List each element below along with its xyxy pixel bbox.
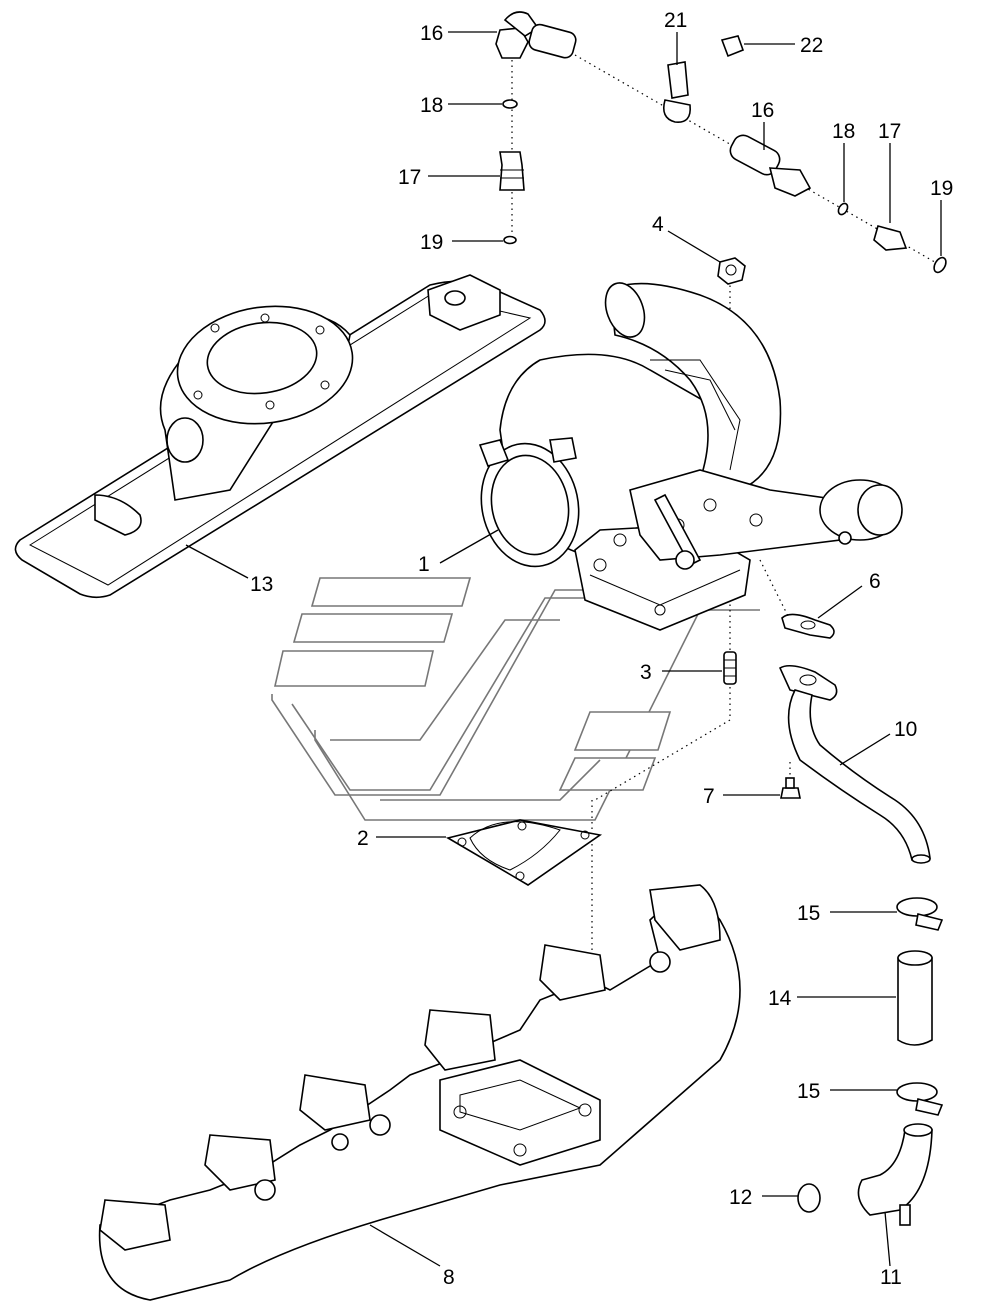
o-ring xyxy=(797,1183,821,1213)
intake-cover-plate xyxy=(14,274,546,599)
callout-19-top-left: 19 xyxy=(420,231,443,254)
callout-16-top-left: 16 xyxy=(420,22,443,45)
callout-17-top-left: 17 xyxy=(398,166,421,189)
turbo-mounting-gasket xyxy=(445,819,603,886)
callout-18-top-left: 18 xyxy=(420,94,443,117)
leader-lines xyxy=(185,31,942,1267)
callouts: 16 18 17 19 21 22 16 18 17 19 4 1 13 6 3… xyxy=(250,9,953,1289)
bolt xyxy=(780,777,801,799)
callout-15-upper: 15 xyxy=(797,902,820,925)
nut xyxy=(717,257,746,285)
stud xyxy=(723,651,737,685)
callout-10: 10 xyxy=(894,718,917,741)
callout-16-right: 16 xyxy=(751,99,774,122)
turbocharger xyxy=(478,282,903,631)
callout-11: 11 xyxy=(880,1266,902,1289)
callout-18-right: 18 xyxy=(832,120,855,143)
watermark-logo xyxy=(271,577,760,821)
oil-drain-tube xyxy=(778,664,931,864)
callout-15-lower: 15 xyxy=(797,1080,820,1103)
callout-8: 8 xyxy=(443,1266,455,1289)
oil-line-fittings-left xyxy=(495,11,577,245)
oil-line-fittings-right xyxy=(729,134,947,274)
callout-21: 21 xyxy=(664,9,687,32)
callout-4: 4 xyxy=(652,213,664,236)
callout-3: 3 xyxy=(640,661,652,684)
callout-14: 14 xyxy=(768,987,792,1010)
callout-6: 6 xyxy=(869,570,881,593)
hose xyxy=(897,950,933,1046)
callout-1: 1 xyxy=(418,553,430,576)
callout-17-right: 17 xyxy=(878,120,901,143)
elbow-tube xyxy=(857,1123,933,1226)
callout-13: 13 xyxy=(250,573,273,596)
clip-and-bolt xyxy=(662,35,745,123)
callout-19-right: 19 xyxy=(930,177,953,200)
exhaust-manifold xyxy=(98,884,741,1301)
callout-7: 7 xyxy=(703,785,715,808)
hose-clamp-lower xyxy=(896,1082,944,1116)
oil-drain-gasket xyxy=(781,613,835,639)
hose-clamp-upper xyxy=(896,897,944,931)
callout-12: 12 xyxy=(729,1186,752,1209)
callout-22: 22 xyxy=(800,34,823,57)
callout-2: 2 xyxy=(357,827,369,850)
